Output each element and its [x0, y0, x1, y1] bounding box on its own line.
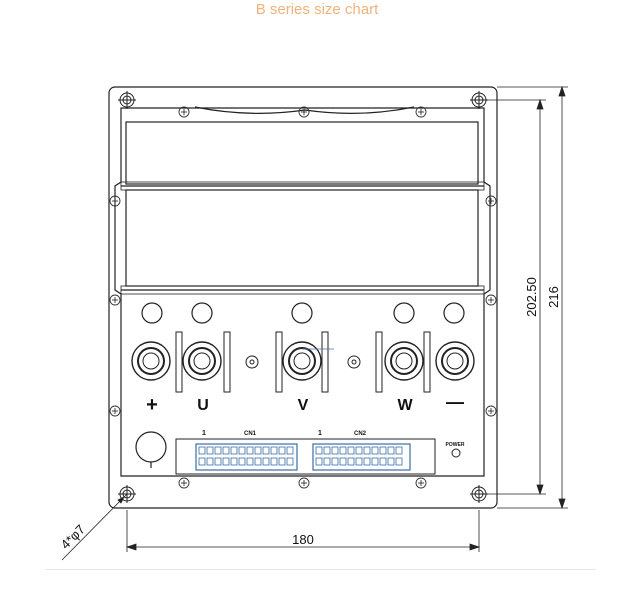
dimension-lines: [61, 85, 568, 561]
insulator-bars: [175, 331, 431, 393]
power-led: [451, 448, 461, 458]
terminal-label-w: W: [397, 397, 413, 414]
dimension-outer-height: 216: [546, 286, 561, 308]
connector-pins: [198, 446, 403, 466]
connector-pin1-right: 1: [318, 430, 322, 437]
connector-label-cn2: CN2: [354, 431, 367, 437]
terminal-label-plus: +: [146, 394, 158, 416]
top-arch: [194, 106, 415, 114]
center-bolts: [245, 355, 361, 369]
round-port: [135, 431, 167, 468]
power-label: POWER: [446, 442, 465, 448]
terminal-label-u: U: [197, 397, 209, 414]
connector-housing: [175, 438, 436, 475]
dimension-inner-height: 202.50: [524, 277, 539, 317]
outer-plate: [108, 86, 498, 509]
fin-panel-middle: [125, 189, 479, 287]
screws: [109, 106, 497, 489]
indicator-holes: [141, 302, 465, 324]
dimension-width: 180: [292, 532, 314, 547]
terminal-label-v: V: [298, 397, 309, 414]
bottom-divider: [46, 569, 596, 570]
connector-pin1-left: 1: [202, 430, 206, 437]
fin-panel-top: [125, 121, 479, 185]
connector-label-cn1: CN1: [244, 431, 257, 437]
page-title: B series size chart: [255, 1, 379, 18]
dimension-holes: 4*φ7: [58, 522, 88, 552]
inner-frame: [114, 107, 491, 477]
terminal-studs: [131, 341, 475, 381]
terminal-label-minus: —: [446, 392, 464, 412]
